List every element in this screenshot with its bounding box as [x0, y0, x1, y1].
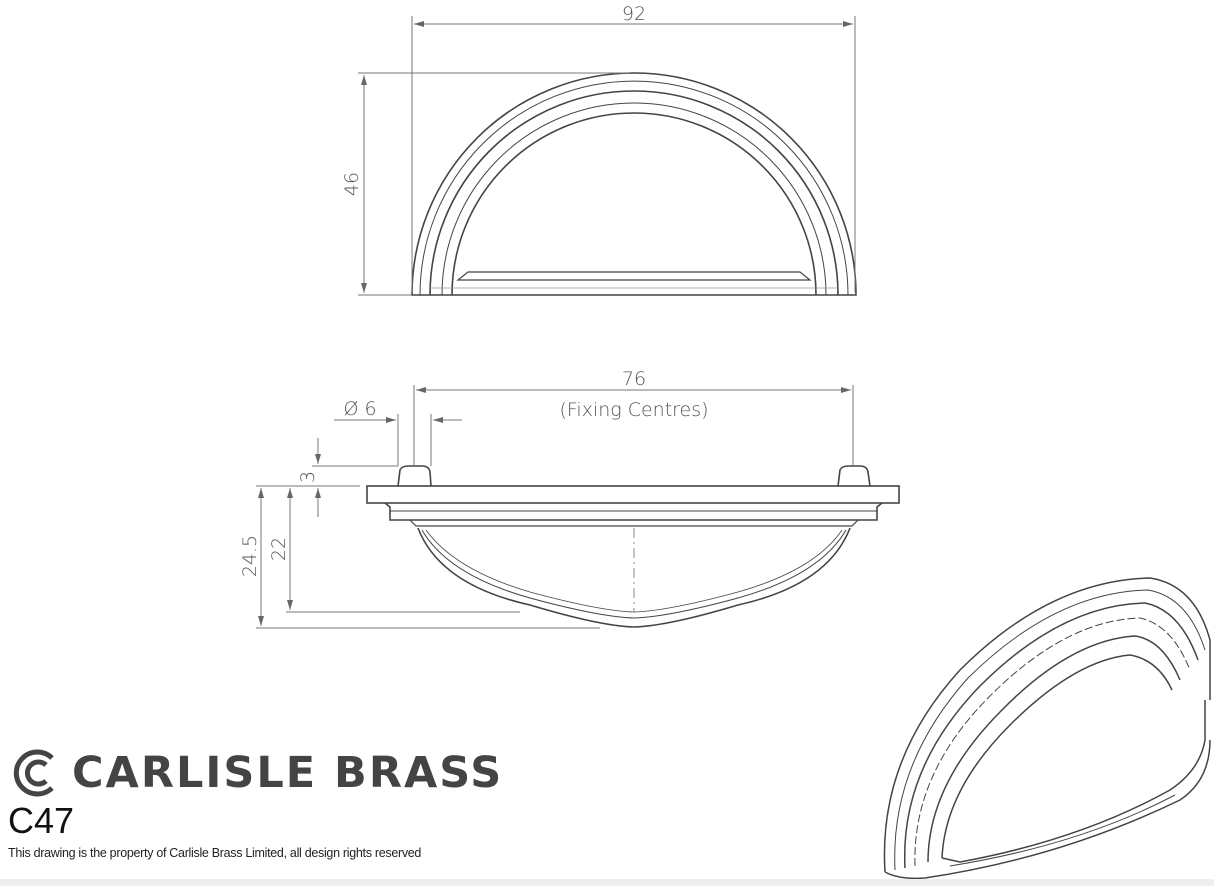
- dim-post-height-label: 3: [297, 471, 319, 483]
- front-view: [411, 72, 857, 296]
- bottom-border: [0, 879, 1214, 886]
- carlisle-brass-logo-icon: [13, 749, 54, 797]
- dim-fixing-centres-label: 76: [622, 368, 646, 390]
- dim-total-depth-label: 24.5: [239, 535, 261, 577]
- isometric-view: [883, 577, 1211, 880]
- dim-height-label: 46: [341, 172, 363, 196]
- dim-fixing-centres-note: (Fixing Centres): [559, 399, 708, 421]
- rights-notice: This drawing is the property of Carlisle…: [8, 846, 422, 860]
- front-dimensions: [358, 16, 856, 296]
- brand-name: CARLISLE BRASS: [72, 748, 504, 798]
- dim-bowl-depth-label: 22: [268, 537, 290, 561]
- brand-block: CARLISLE BRASS: [12, 748, 503, 798]
- model-number: C47: [8, 800, 75, 841]
- side-view: [366, 465, 900, 628]
- dim-hole-diameter-label: Ø 6: [343, 398, 376, 420]
- side-dimensions: [256, 385, 854, 629]
- dim-width-label: 92: [622, 3, 646, 25]
